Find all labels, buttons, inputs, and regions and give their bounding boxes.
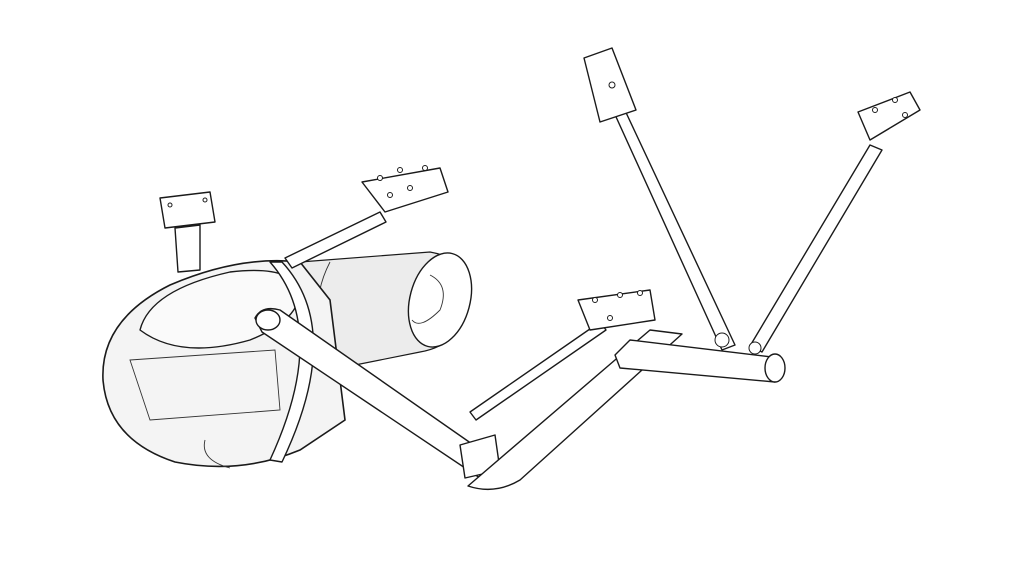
top-bracket xyxy=(159,191,216,273)
upper-strut xyxy=(284,165,449,269)
right-tall-strut xyxy=(748,91,921,355)
left-tall-strut xyxy=(583,47,736,351)
pod-rear-cylinder xyxy=(299,251,473,376)
rear-cross-tube xyxy=(614,339,786,383)
middle-strut xyxy=(469,289,656,421)
pod-strap xyxy=(269,261,315,463)
